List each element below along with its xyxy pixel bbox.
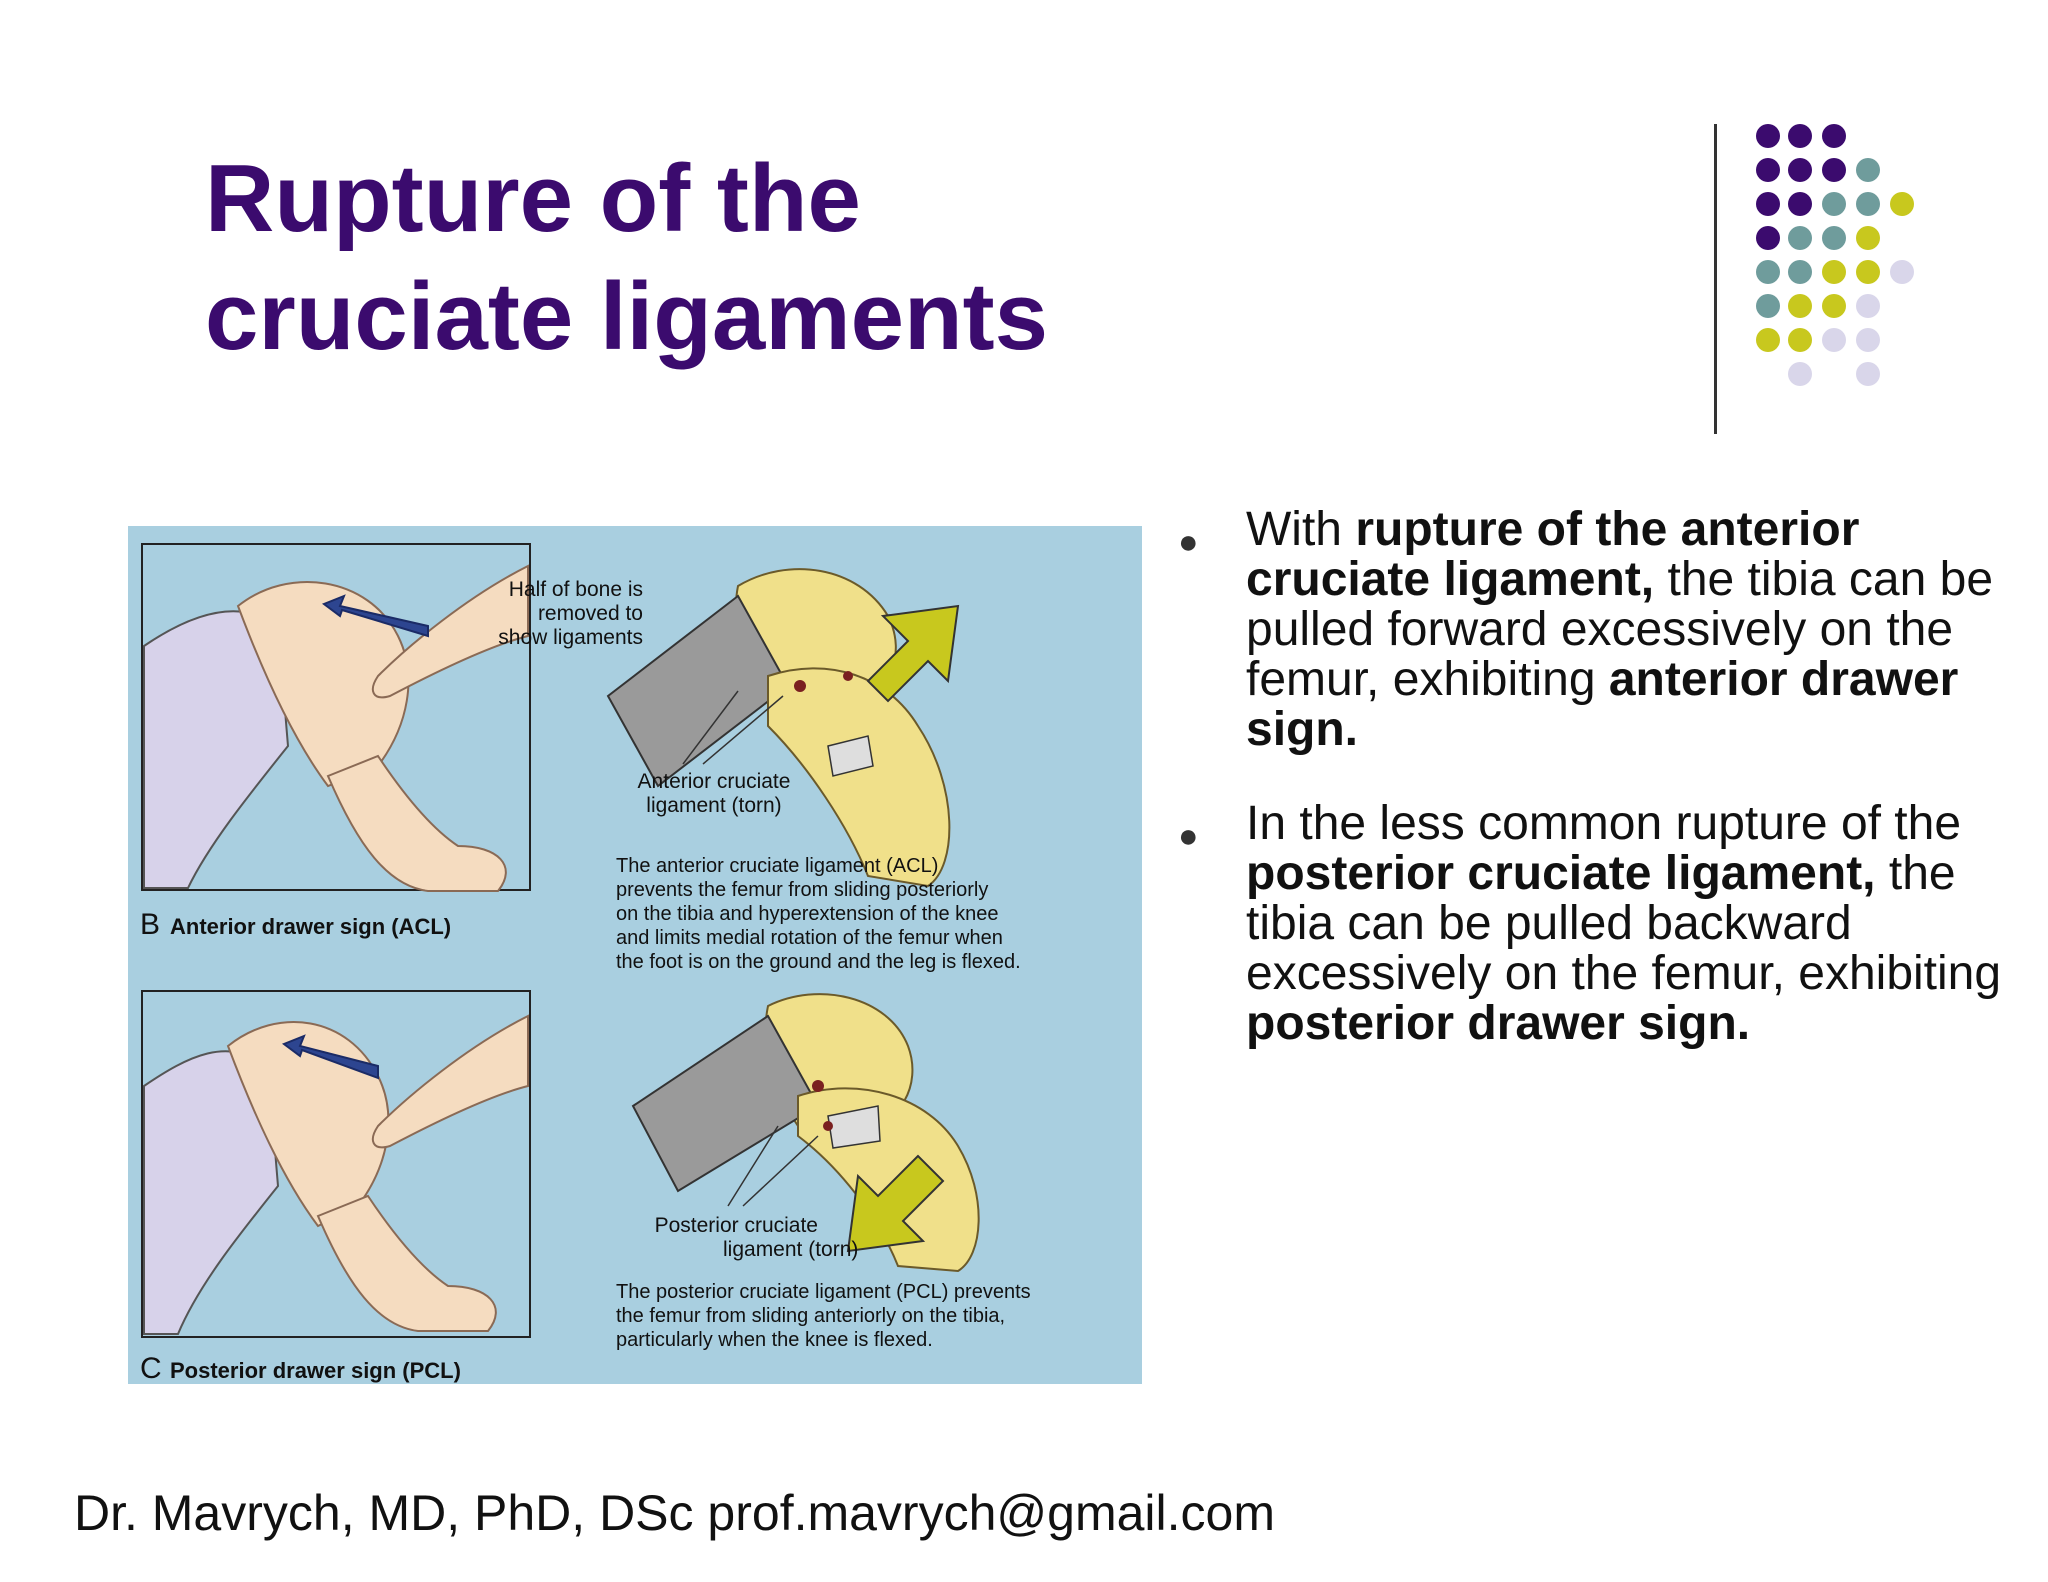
bullet-marker: ● (1178, 817, 1199, 855)
illustration-svg: B Anterior drawer sign (ACL) C Posterior… (140, 543, 1031, 1384)
acl-desc-4: and limits medial rotation of the femur … (616, 927, 1003, 949)
acl-desc-2: prevents the femur from sliding posterio… (616, 879, 988, 901)
acl-desc-3: on the tibia and hyperextension of the k… (616, 903, 999, 925)
divider-line (1714, 124, 1717, 434)
bullet-bold: . (1736, 997, 1751, 1050)
knee-ligament-illustration: B Anterior drawer sign (ACL) C Posterior… (128, 526, 1142, 1384)
bullet-text: the tibia can be pulled backward excessi… (1246, 847, 2002, 1000)
bullet-bold: anterior drawer sign (1246, 653, 1959, 756)
acl-desc-1: The anterior cruciate ligament (ACL) (616, 855, 938, 877)
pcl-desc-1: The posterior cruciate ligament (PCL) pr… (616, 1281, 1031, 1303)
panel-c-drawing (141, 990, 531, 1338)
panel-b-drawing (141, 543, 531, 892)
label-acl-1: Anterior cruciate (638, 770, 791, 793)
title-line-1: Rupture of the (205, 145, 861, 252)
pcl-knee-schematic (631, 993, 980, 1273)
bullet-list: ● With rupture of the anterior cruciate … (1170, 505, 2030, 1093)
acl-knee-schematic (606, 568, 951, 888)
decorative-dot-grid (1756, 124, 1914, 386)
bullet-bold: . (1344, 703, 1359, 756)
bullet-text: With (1246, 503, 1356, 556)
label-pcl-1: Posterior cruciate (655, 1214, 818, 1237)
label-acl-2: ligament (torn) (646, 794, 781, 817)
panel-c-caption: Posterior drawer sign (PCL) (170, 1358, 461, 1383)
pcl-desc-2: the femur from sliding anteriorly on the… (616, 1305, 1005, 1327)
label-bone-1: Half of bone is (509, 578, 643, 601)
panel-b-letter: B (140, 908, 160, 941)
acl-desc-5: the foot is on the ground and the leg is… (616, 951, 1021, 973)
slide-title: Rupture of the cruciate ligaments (205, 140, 1205, 376)
bullet-item-acl: ● With rupture of the anterior cruciate … (1170, 505, 2030, 755)
label-pcl-2: ligament (torn) (723, 1238, 858, 1261)
footer-author: Dr. Mavrych, MD, PhD, DSc prof.mavrych@g… (74, 1485, 1275, 1541)
bullet-text: the tibia can be pulled forward excessiv… (1246, 553, 1994, 706)
pcl-desc-3: particularly when the knee is flexed. (616, 1329, 933, 1351)
label-bone-3: show ligaments (498, 626, 643, 649)
label-bone-2: removed to (538, 602, 643, 625)
bullet-bold: posterior cruciate ligament, (1246, 847, 1876, 900)
bullet-marker: ● (1178, 523, 1199, 561)
panel-c-letter: C (140, 1352, 162, 1384)
panel-b-caption: Anterior drawer sign (ACL) (170, 914, 451, 939)
down-arrow-icon (846, 1154, 945, 1253)
title-line-2: cruciate ligaments (205, 263, 1048, 370)
bullet-bold: rupture of the anterior cruciate ligamen… (1246, 503, 1860, 606)
up-arrow-icon (866, 604, 960, 703)
bullet-text: In the less common rupture of the (1246, 797, 1962, 850)
bullet-item-pcl: ● In the less common rupture of the post… (1170, 799, 2030, 1049)
bullet-bold: posterior drawer sign (1246, 997, 1737, 1050)
